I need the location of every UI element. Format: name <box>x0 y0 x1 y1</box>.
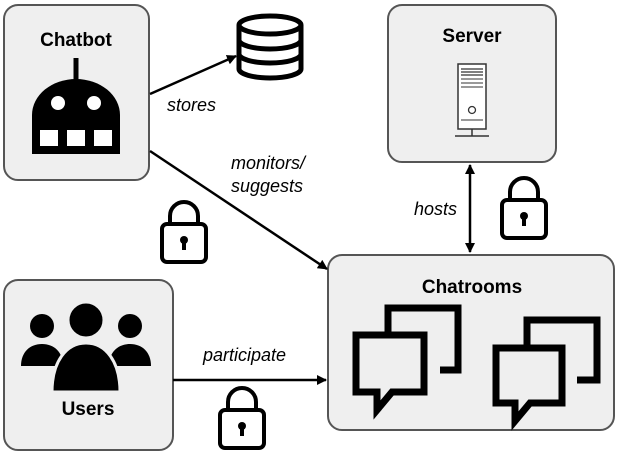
chatrooms-box <box>327 254 615 431</box>
arrow-monitors-suggests <box>149 149 328 271</box>
chat-bubbles-icon <box>352 304 601 431</box>
label-hosts: hosts <box>414 199 457 219</box>
label-suggests: suggests <box>231 176 303 196</box>
users-title: Users <box>62 399 115 420</box>
label-stores: stores <box>167 95 216 115</box>
database-icon <box>236 13 304 81</box>
arrow-stores <box>149 54 237 96</box>
label-participate: participate <box>202 345 286 365</box>
server-tower-icon <box>455 63 489 137</box>
label-monitors: monitors/ <box>231 153 307 173</box>
server-title: Server <box>442 26 502 47</box>
padlock-icon <box>500 176 548 240</box>
robot-icon <box>32 58 120 154</box>
padlock-icon <box>160 200 208 264</box>
chatrooms-title: Chatrooms <box>422 277 522 298</box>
users-node: Users <box>3 279 174 451</box>
padlock-icon <box>218 386 266 450</box>
chatbot-title: Chatbot <box>40 30 112 51</box>
chatbot-node: Chatbot <box>3 4 150 181</box>
server-node: Server <box>387 4 557 163</box>
users-group-icon <box>21 300 151 394</box>
chatrooms-node: Chatrooms <box>327 254 615 431</box>
